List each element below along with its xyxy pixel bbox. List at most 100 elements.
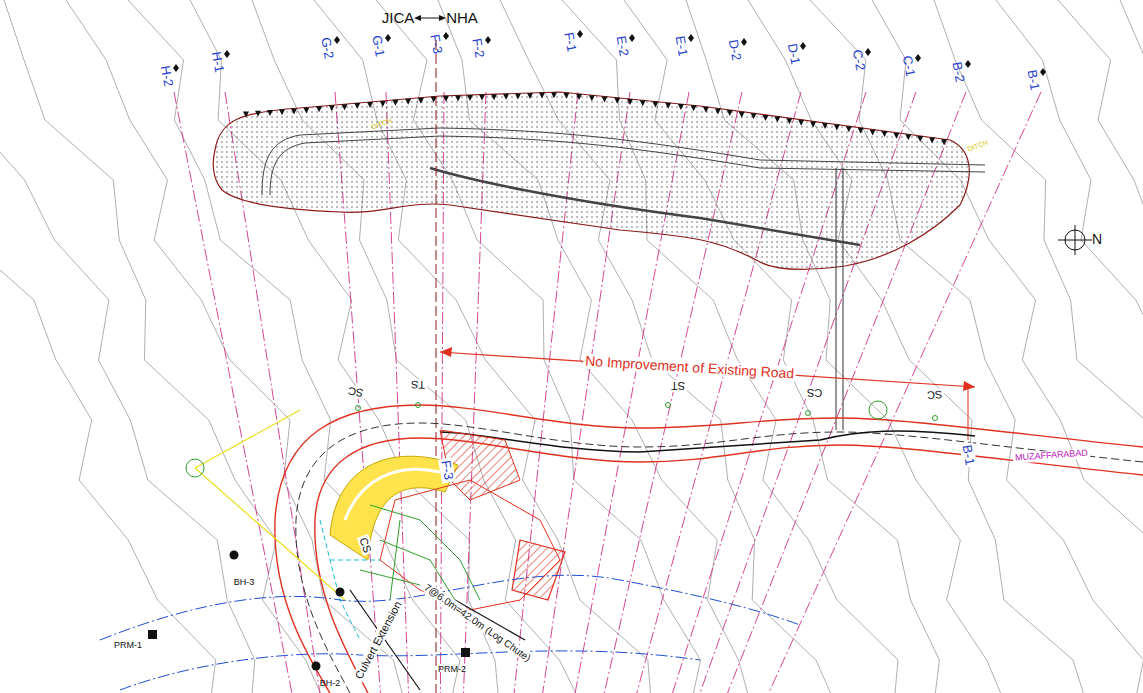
scarp-tick — [479, 95, 485, 101]
section-name: B-1 — [959, 442, 977, 468]
scarp-tick — [539, 93, 545, 99]
contour-line — [4, 0, 333, 693]
scarp-tick — [691, 105, 697, 111]
scarp-tick — [354, 103, 360, 109]
road-edge — [275, 405, 1143, 693]
curve-mark — [416, 403, 421, 408]
section-marker — [1040, 68, 1046, 76]
scarp-tick — [380, 101, 386, 107]
borehole-mark — [230, 551, 239, 560]
section-name: C-1 — [899, 54, 917, 77]
scarp-tick — [786, 118, 792, 124]
slide-road — [430, 168, 860, 245]
scarp-tick — [917, 136, 923, 142]
scarp-tick — [602, 96, 608, 102]
fill-area — [330, 456, 458, 560]
stream-line — [120, 651, 700, 690]
drain-works — [320, 520, 380, 640]
leader-line — [195, 468, 345, 600]
scarp-tick — [834, 125, 840, 131]
section-name: B-1 — [1024, 69, 1042, 91]
scarp-tick — [515, 93, 521, 99]
scarp-tick — [703, 107, 709, 113]
survey-mark — [869, 401, 887, 419]
scarp-tick — [563, 93, 569, 99]
monument-mark — [148, 630, 157, 639]
section-marker — [385, 34, 391, 42]
scarp-tick — [267, 110, 273, 116]
scarp-tick — [798, 120, 804, 126]
curve-point: SC — [925, 388, 945, 401]
scarp-tick — [392, 100, 398, 106]
section-marker — [173, 64, 179, 72]
scarp-tick — [255, 111, 261, 117]
north-label: N — [1092, 232, 1102, 247]
culvert-line — [350, 590, 420, 690]
borehole-mark — [312, 662, 321, 671]
scarp-tick — [527, 93, 533, 99]
curve-point: TS — [409, 379, 427, 392]
scarp-tick — [751, 113, 757, 119]
landslide-area — [213, 92, 969, 269]
scarp-tick — [715, 108, 721, 114]
scarp-tick — [882, 131, 888, 137]
curve-mark — [806, 411, 811, 416]
section-name: D-2 — [725, 38, 743, 61]
section-marker — [629, 34, 635, 42]
section-marker — [224, 50, 230, 58]
scarp-tick — [652, 102, 658, 108]
north-arrow — [1075, 225, 1076, 255]
place-name: MUZAFFARABAD — [1013, 448, 1091, 463]
contour-line — [1120, 0, 1143, 693]
monument-mark — [461, 648, 470, 657]
scarp-tick — [551, 92, 557, 98]
note-text: No Improvement of Existing Road — [583, 354, 797, 382]
ditch-label: DITCH — [967, 139, 990, 154]
scarp-tick — [467, 95, 473, 101]
drain-line — [836, 168, 837, 430]
section-name: G-2 — [318, 36, 336, 60]
curve-point: SC — [345, 384, 366, 399]
borehole-name: BH-3 — [234, 578, 255, 588]
section-name: F-3 — [438, 457, 456, 483]
monument-name: PRM-2 — [438, 665, 466, 675]
scarp-tick — [627, 99, 633, 105]
section-name: E-2 — [613, 35, 631, 57]
section-marker — [485, 36, 491, 44]
scarp-tick — [762, 115, 768, 121]
slide-road — [262, 128, 985, 195]
scarp-tick — [774, 117, 780, 123]
section-name: E-1 — [672, 35, 690, 57]
scarp-tick — [846, 126, 852, 132]
slide-road — [270, 136, 985, 195]
scarp-tick — [418, 98, 424, 104]
curve-mark — [356, 406, 361, 411]
borehole-name: BH-2 — [320, 679, 341, 689]
curve-mark — [933, 416, 938, 421]
contour-line — [934, 0, 1143, 693]
section-name: G-1 — [369, 34, 387, 58]
section-marker — [800, 42, 806, 50]
scarp-tick — [905, 134, 911, 140]
scarp-tick — [279, 109, 285, 115]
agency-name: NHA — [446, 10, 478, 27]
scarp-tick — [455, 95, 461, 101]
scarp-tick — [640, 100, 646, 106]
arrow-head — [439, 15, 446, 21]
road-centre — [296, 423, 1143, 693]
scarp-tick — [810, 121, 816, 127]
section-name: H-2 — [157, 64, 175, 87]
borehole-mark — [336, 588, 345, 597]
leader-line — [195, 410, 300, 468]
dimension-text: 7@6.0m=42.0m (Log Chute) — [421, 580, 535, 664]
section-marker — [443, 32, 449, 40]
section-marker — [577, 30, 583, 38]
contour-line — [748, 0, 1092, 693]
scarp-tick — [589, 95, 595, 101]
section-lines — [174, 92, 1041, 693]
hatched-block — [512, 540, 565, 600]
contour-line — [0, 0, 216, 693]
section-name: B-2 — [949, 61, 967, 83]
section-name: H-1 — [208, 50, 226, 73]
